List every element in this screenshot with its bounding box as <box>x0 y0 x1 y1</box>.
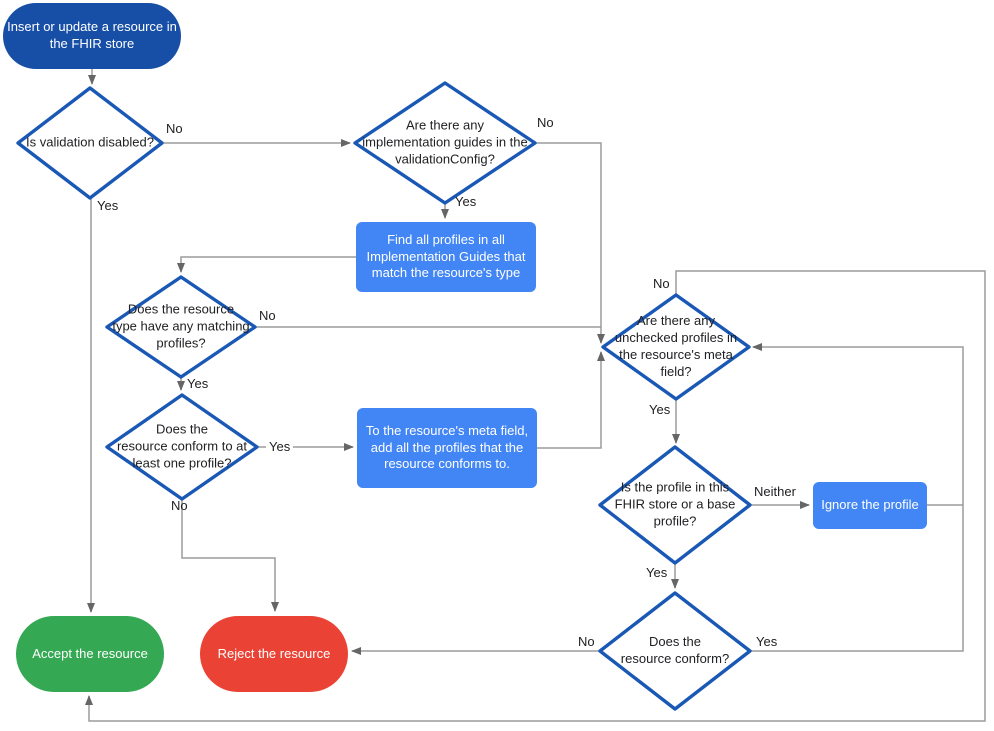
edge-label-guides-no: No <box>537 115 554 130</box>
process-find-profiles-label: Find all profiles in all Implementation … <box>366 231 526 281</box>
edge-label-matching-no: No <box>259 308 276 323</box>
edge-label-conform-one-yes: Yes <box>266 439 294 454</box>
edge-label-profile-yes: Yes <box>646 565 668 580</box>
start-node-label: Insert or update a resource in the FHIR … <box>7 19 177 51</box>
decision-unchecked-profiles-label: Are there any unchecked profiles in the … <box>614 313 738 379</box>
edge-label-matching-yes: Yes <box>187 376 209 391</box>
edge-label-conform-no: No <box>578 634 595 649</box>
decision-matching-profiles-shape <box>105 275 257 379</box>
decision-implementation-guides-label: Are there any implementation guides in t… <box>362 117 528 167</box>
decision-resource-conforms-shape <box>598 591 752 711</box>
edge-label-conform-yes: Yes <box>756 634 778 649</box>
terminal-reject-label: Reject the resource <box>217 645 331 661</box>
process-ignore-profile-label: Ignore the profile <box>821 497 919 513</box>
terminal-accept-label: Accept the resource <box>32 645 148 661</box>
decision-unchecked-profiles-shape <box>601 293 751 401</box>
edge-label-guides-yes: Yes <box>455 194 477 209</box>
decision-conforms-one-profile-label: Does the resource conform to at least on… <box>116 421 248 471</box>
process-add-profiles-to-meta: To the resource's meta field, add all th… <box>357 408 537 488</box>
decision-validation-disabled-shape <box>16 86 164 200</box>
terminal-reject: Reject the resource <box>200 616 348 692</box>
edge-label-profile-neither: Neither <box>754 484 796 499</box>
edge-label-unchecked-yes: Yes <box>649 402 671 417</box>
process-add-profiles-to-meta-label: To the resource's meta field, add all th… <box>365 422 529 472</box>
terminal-accept: Accept the resource <box>16 616 164 692</box>
decision-conforms-one-profile-shape <box>105 393 259 501</box>
decision-profile-in-store-shape <box>598 445 752 565</box>
edge-label-conform-one-no: No <box>171 498 188 513</box>
edge-label-unchecked-no: No <box>653 276 670 291</box>
decision-shapes <box>16 81 752 711</box>
connectors <box>85 69 986 722</box>
decision-profile-in-store-label: Is the profile in this FHIR store or a b… <box>614 479 736 529</box>
edge-label-validation-no: No <box>166 121 183 136</box>
decision-validation-disabled-label: Is validation disabled? <box>26 134 154 150</box>
start-node: Insert or update a resource in the FHIR … <box>3 3 181 69</box>
process-ignore-profile: Ignore the profile <box>813 482 927 529</box>
process-find-profiles: Find all profiles in all Implementation … <box>356 222 536 292</box>
decision-matching-profiles-label: Does the resource type have any matching… <box>112 301 250 351</box>
decision-implementation-guides-shape <box>353 81 537 205</box>
edge-label-validation-yes: Yes <box>97 198 119 213</box>
decision-resource-conforms-label: Does the resource conform? <box>620 634 730 666</box>
